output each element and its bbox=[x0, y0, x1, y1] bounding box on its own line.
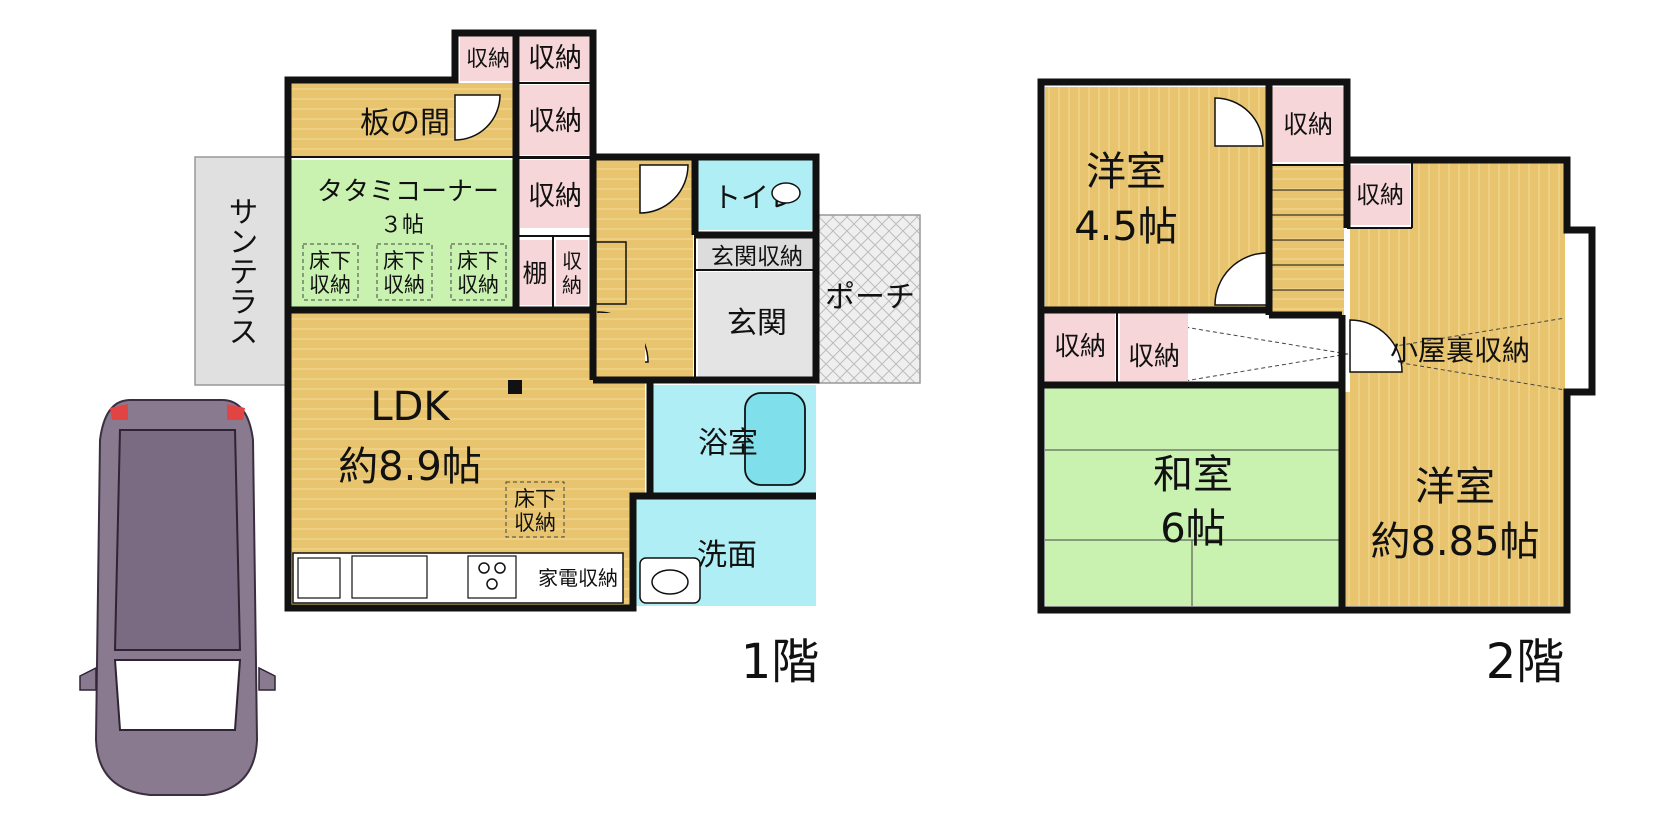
underfloor-3-l1: 床下 bbox=[457, 249, 499, 273]
storage-c-label: 収納 bbox=[528, 106, 582, 137]
attic-storage-label: 小屋裏収納 bbox=[1390, 334, 1530, 367]
shelf bbox=[518, 240, 552, 305]
tatami-label-1: タタミコーナー bbox=[317, 177, 499, 207]
western-room-1-label-1: 洋室 bbox=[1086, 149, 1166, 195]
porch-label: ポーチ bbox=[825, 280, 915, 315]
f2-storage-top-label: 収納 bbox=[1283, 110, 1333, 139]
storage-d bbox=[520, 160, 590, 228]
f2-storage-l2 bbox=[1120, 312, 1188, 382]
storage-e bbox=[556, 240, 588, 305]
floor-1-walls bbox=[284, 29, 820, 612]
itanoma-label: 板の間 bbox=[360, 106, 450, 141]
underfloor-4-l2: 収納 bbox=[514, 511, 556, 535]
f2-storage-right-label: 収納 bbox=[1356, 181, 1404, 209]
storage-e-l2: 納 bbox=[562, 273, 582, 297]
appliance-storage-label: 家電収納 bbox=[538, 566, 618, 590]
western-room-2-label-1: 洋室 bbox=[1415, 464, 1495, 510]
storage-c bbox=[520, 85, 590, 155]
f2-storage-l2-label: 収納 bbox=[1128, 342, 1180, 372]
sunterrace-area bbox=[194, 156, 288, 386]
underfloor-1-l1: 床下 bbox=[309, 249, 351, 273]
underfloor-3-l2: 収納 bbox=[457, 273, 499, 297]
storage-b bbox=[520, 36, 590, 81]
tatami-corner bbox=[290, 160, 515, 310]
western-room-2 bbox=[1345, 392, 1565, 606]
tatami-label-2: ３帖 bbox=[380, 213, 424, 238]
kitchen-counter bbox=[292, 552, 624, 604]
storage-b-label: 収納 bbox=[528, 43, 582, 74]
japanese-room-label-1: 和室 bbox=[1153, 452, 1233, 498]
floor-2: 洋室 4.5帖 収納 収納 小屋裏収納 収納 収納 bbox=[1037, 78, 1596, 690]
car-illustration bbox=[79, 399, 276, 796]
genkan bbox=[698, 272, 816, 378]
f2-storage-top bbox=[1272, 87, 1344, 162]
underfloor-4-l1: 床下 bbox=[514, 487, 556, 511]
genkan-storage bbox=[698, 238, 816, 270]
western-room-2-label-2: 約8.85帖 bbox=[1370, 519, 1539, 565]
floor-2-label: 2階 bbox=[1486, 634, 1565, 690]
storage-a-label: 収納 bbox=[466, 47, 510, 72]
ldk-label-2: 約8.9帖 bbox=[338, 444, 482, 490]
underfloor-2-l2: 収納 bbox=[383, 273, 425, 297]
sunterrace-label: サンテラス bbox=[223, 196, 258, 346]
f2-storage-l1 bbox=[1045, 312, 1115, 382]
storage-d-label: 収納 bbox=[528, 181, 582, 212]
floor-1-label: 1階 bbox=[741, 634, 820, 690]
washroom-label: 洗面 bbox=[697, 538, 757, 573]
japanese-room-label-2: 6帖 bbox=[1160, 506, 1225, 552]
underfloor-1-l2: 収納 bbox=[309, 273, 351, 297]
f2-storage-right bbox=[1350, 165, 1410, 225]
shelf-label: 棚 bbox=[522, 259, 547, 288]
underfloor-2-l1: 床下 bbox=[383, 249, 425, 273]
floor-2-walls bbox=[1037, 78, 1596, 614]
bathroom-label: 浴室 bbox=[698, 426, 758, 461]
western-room-1-label-2: 4.5帖 bbox=[1074, 204, 1178, 250]
porch-area bbox=[817, 214, 921, 384]
storage-a bbox=[460, 36, 516, 81]
f2-storage-l1-label: 収納 bbox=[1054, 332, 1106, 362]
genkan-label: 玄関 bbox=[727, 306, 787, 341]
floor-1: サンテラス ポーチ 板の間 収納 収納 収納 収納 タタミコーナー ３帖 床下 … bbox=[194, 29, 921, 690]
genkan-storage-label: 玄関収納 bbox=[711, 244, 803, 270]
ldk-label-1: LDK bbox=[370, 384, 451, 430]
storage-e-l1: 収 bbox=[562, 249, 582, 273]
